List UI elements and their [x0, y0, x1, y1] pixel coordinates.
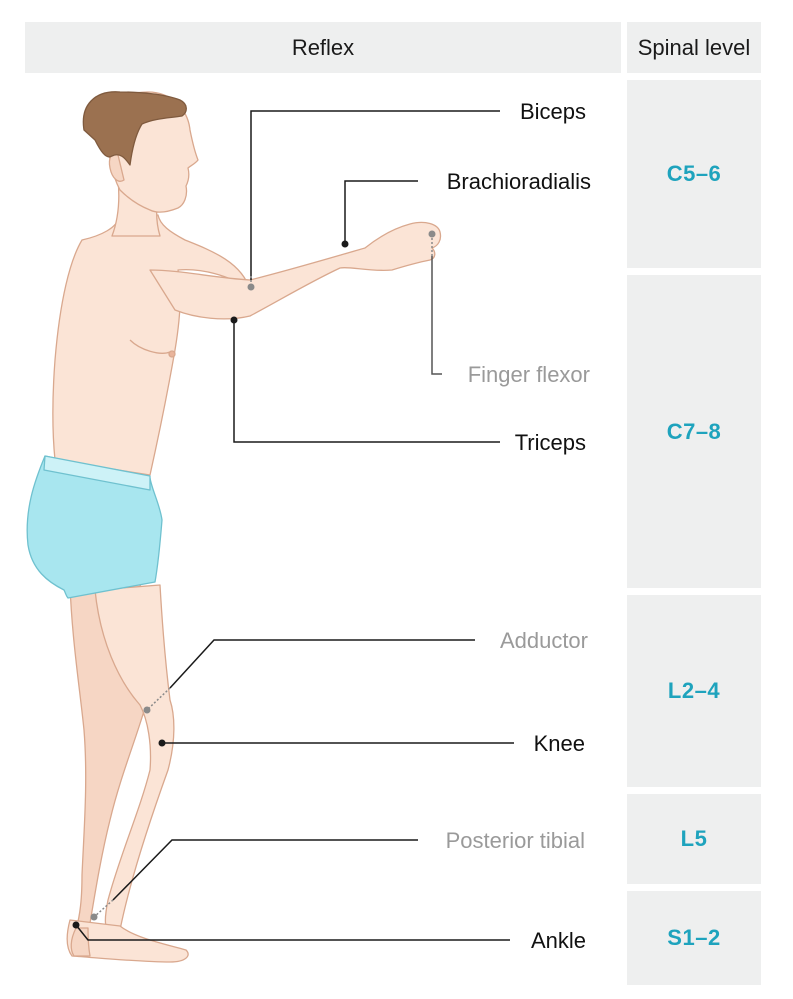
level-cell-c7-8: C7–8: [627, 275, 761, 588]
triceps-leader: [233, 320, 500, 443]
biceps-label: Biceps: [520, 99, 586, 124]
reflex-points: [72, 230, 436, 929]
brachioradialis-point: [341, 240, 349, 248]
finger-flexor-leader: [431, 256, 442, 375]
brachioradialis-label: Brachioradialis: [447, 169, 591, 194]
reflex-column-header: Reflex: [25, 22, 621, 73]
reflex-labels: Biceps Brachioradialis Finger flexor Tri…: [446, 99, 591, 953]
posterior-tibial-label: Posterior tibial: [446, 828, 585, 853]
finger-flexor-label: Finger flexor: [468, 362, 590, 387]
ankle-leader: [75, 924, 510, 941]
posterior-tibial-point: [90, 913, 98, 921]
posterior-tibial-leader: [112, 839, 418, 901]
triceps-point: [230, 316, 238, 324]
biceps-leader: [250, 110, 500, 280]
human-figure: [26, 91, 442, 963]
level-cell-s1-2: S1–2: [627, 891, 761, 985]
ankle-point: [72, 921, 80, 929]
finger-flexor-point: [428, 230, 436, 238]
adductor-leader: [169, 639, 475, 689]
leader-lines: [75, 110, 514, 941]
ankle-label: Ankle: [531, 928, 586, 953]
adductor-label: Adductor: [500, 628, 588, 653]
biceps-point: [247, 283, 255, 291]
posterior-tibial-leader-dashed: [93, 899, 114, 918]
level-cell-l2-4: L2–4: [627, 595, 761, 787]
spinal-level-column-header: Spinal level: [627, 22, 761, 73]
adductor-point: [143, 706, 151, 714]
adductor-leader-dashed: [146, 687, 171, 711]
brachioradialis-leader: [344, 180, 418, 244]
knee-label: Knee: [534, 731, 585, 756]
level-cell-l5: L5: [627, 794, 761, 884]
level-cell-c5-6: C5–6: [627, 80, 761, 268]
triceps-label: Triceps: [515, 430, 586, 455]
knee-point: [158, 739, 166, 747]
